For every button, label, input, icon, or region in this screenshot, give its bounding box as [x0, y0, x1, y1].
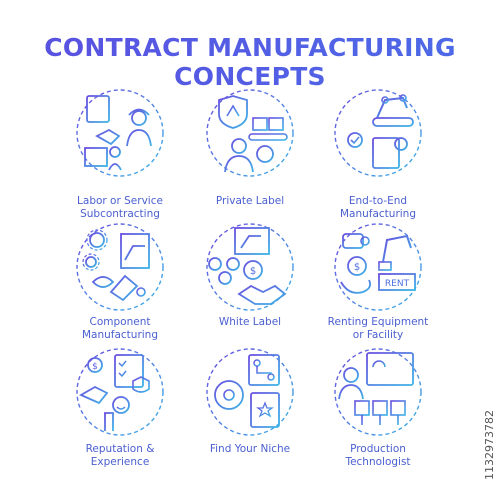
gears-robot-arm-icon: [76, 223, 164, 311]
concept-label-line-1: Production: [350, 443, 406, 455]
concept-label-line-2: Technologist: [345, 456, 411, 468]
rent-robot-arm-icon: $ RENT: [334, 223, 422, 311]
robot-arm-conveyor-icon: [334, 89, 422, 177]
concept-label-line-2: Manufacturing: [339, 208, 417, 220]
concept-label-line-1: Labor or Service: [77, 195, 163, 207]
concept-label-line-1: Component: [89, 316, 151, 328]
svg-text:RENT: RENT: [385, 279, 410, 289]
technologist-dashboard-icon: [334, 348, 422, 436]
svg-text:$: $: [250, 266, 256, 277]
concept-label-line-1: End-to-End: [348, 195, 408, 207]
concept-label-line-2: Manufacturing: [81, 329, 159, 341]
concept-label-line-2: Subcontracting: [80, 208, 160, 220]
coins-handshake-icon: $: [206, 223, 294, 311]
concept-label-line-1: Renting Equipment: [327, 316, 429, 328]
concept-label-line-1: Find Your Niche: [209, 443, 291, 455]
handshake-worker-icon: [76, 89, 164, 177]
target-clipboard-icon: [206, 348, 294, 436]
concept-label-line-2: Experience: [90, 456, 150, 468]
concept-label-line-1: White Label: [218, 316, 282, 328]
page-title-line-2: CONCEPTS: [0, 62, 500, 92]
stock-id: 1132973782: [483, 410, 496, 480]
svg-text:$: $: [354, 262, 360, 273]
concept-label-line-2: or Facility: [352, 329, 404, 341]
concept-label-line-1: Reputation &: [85, 443, 155, 455]
shield-factory-icon: [206, 89, 294, 177]
page-title-line-1: CONTRACT MANUFACTURING: [0, 33, 500, 63]
review-handshake-icon: $: [76, 348, 164, 436]
concept-label-line-1: Private Label: [215, 195, 285, 207]
svg-text:$: $: [92, 362, 98, 372]
